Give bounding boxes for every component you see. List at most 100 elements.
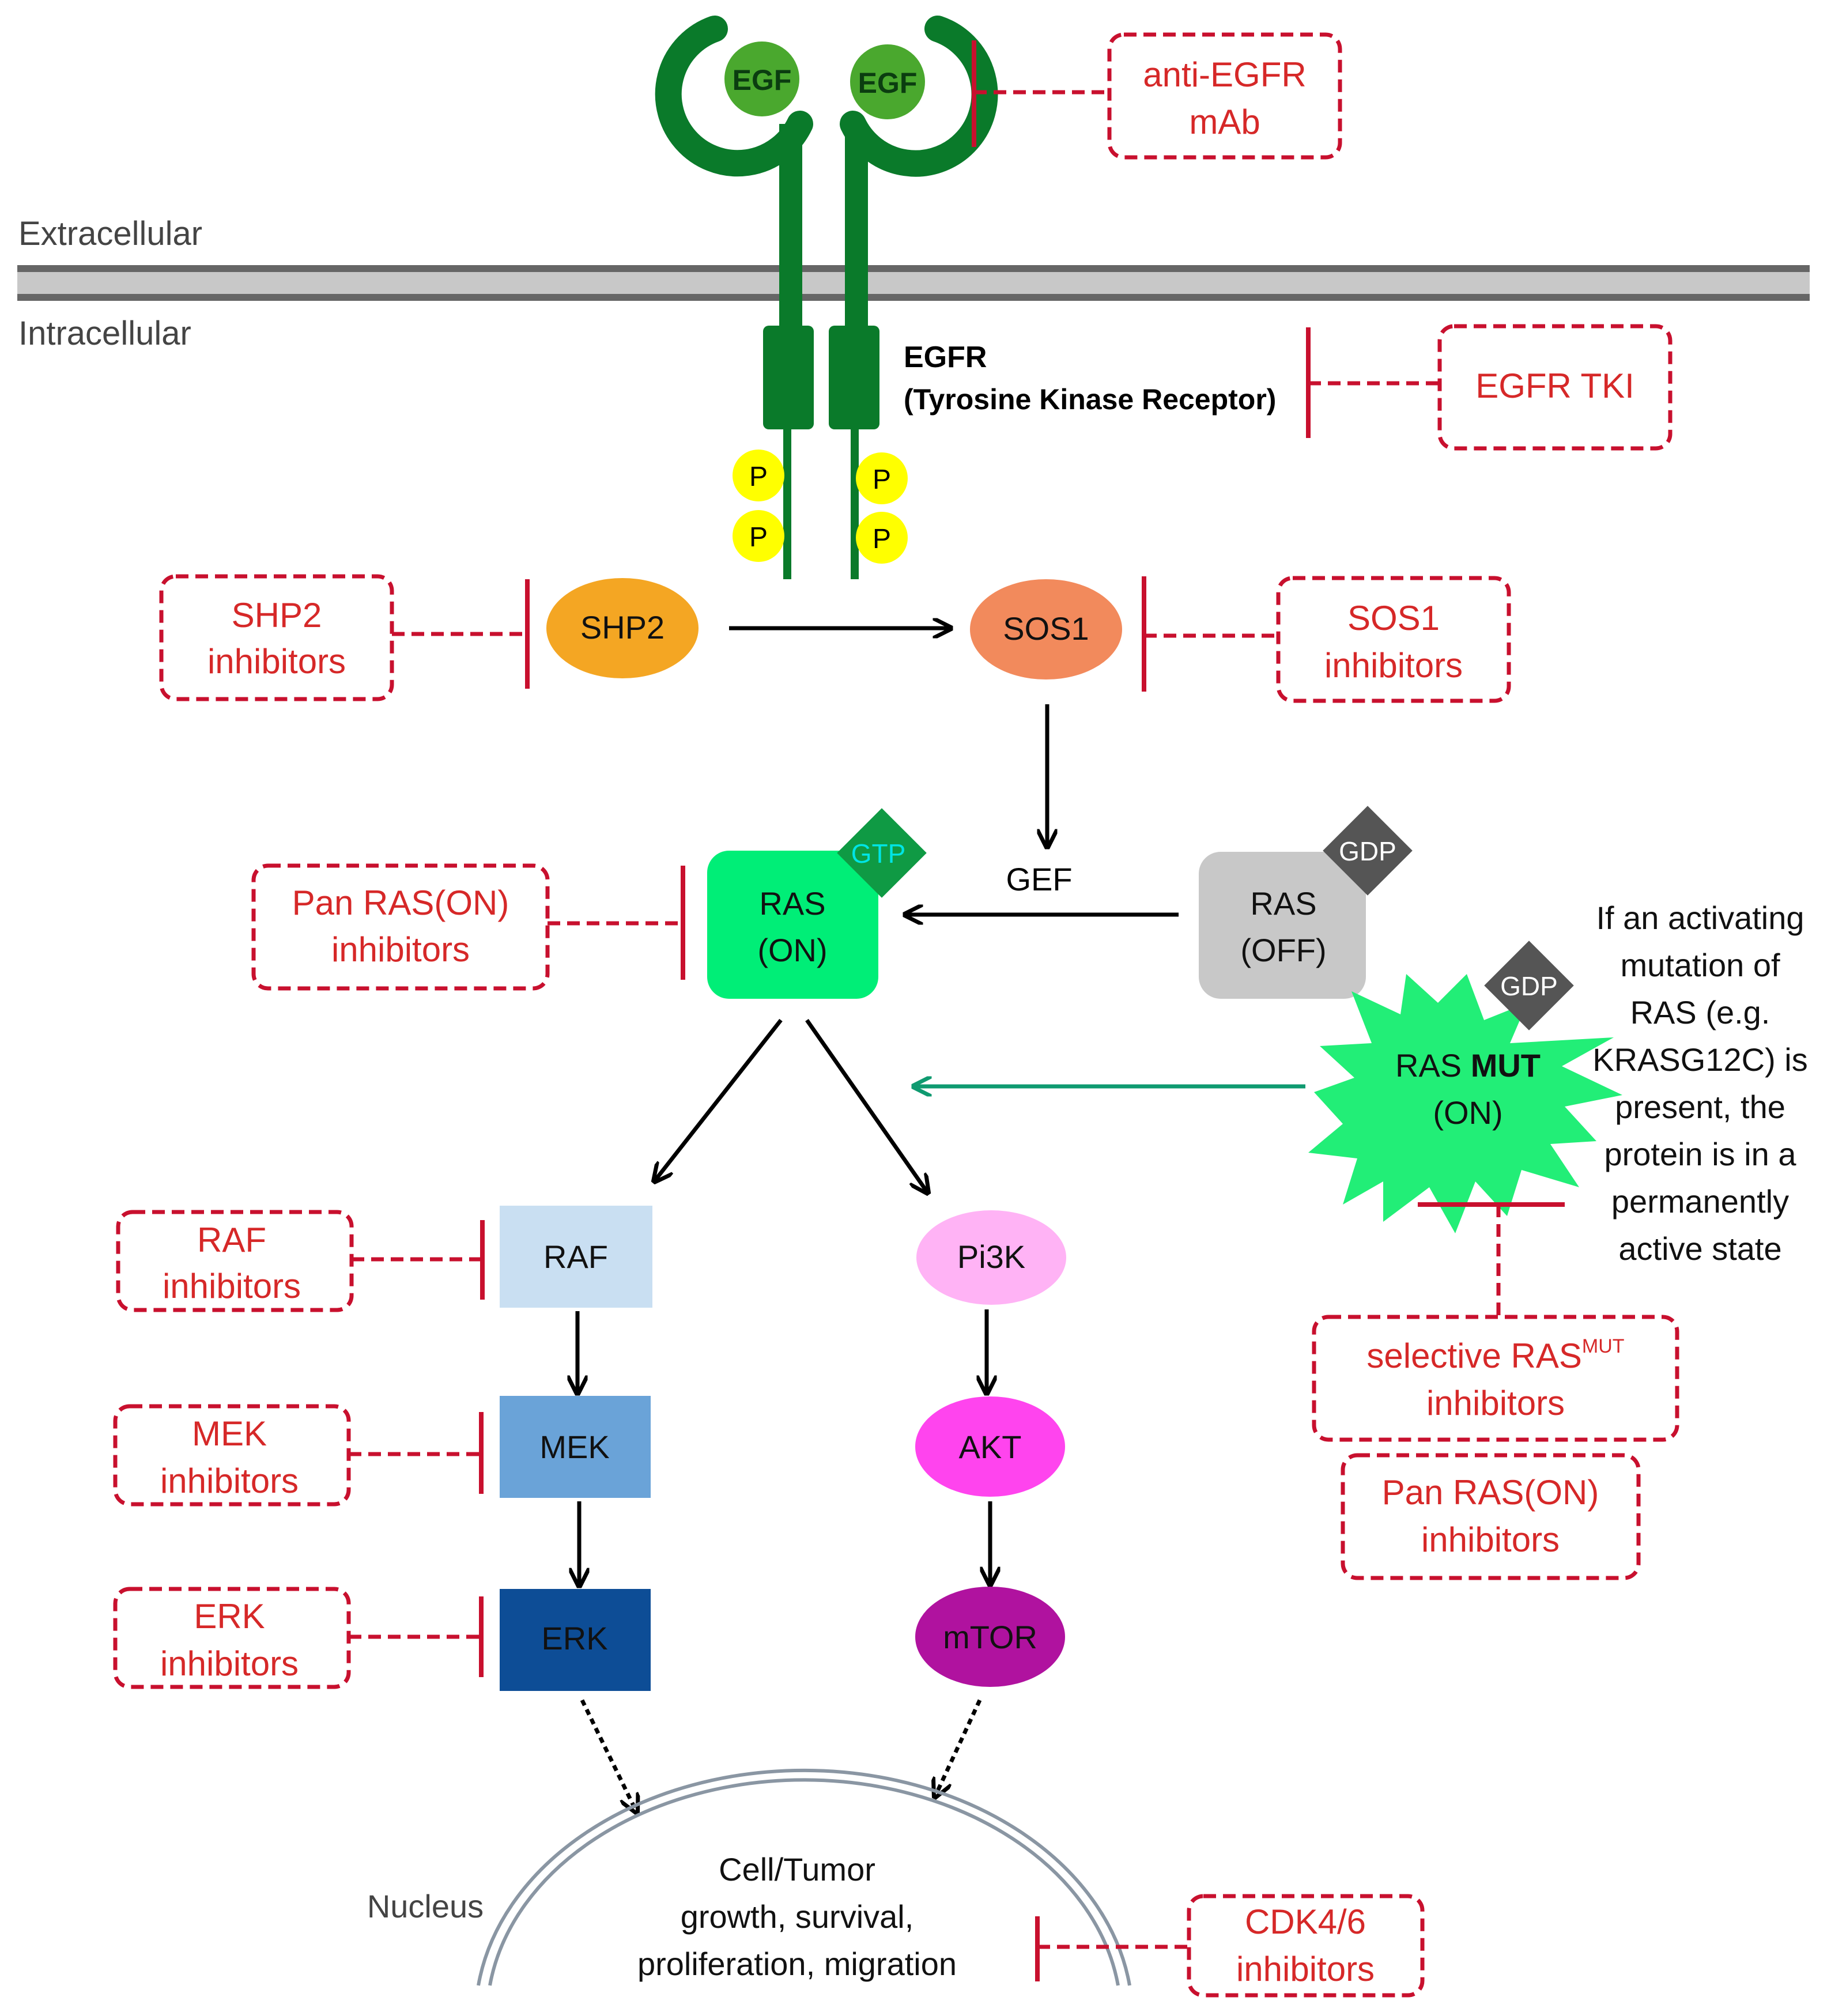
note-line: KRASG12C) is bbox=[1592, 1041, 1807, 1078]
shp2-inhibitor: SHP2 inhibitors bbox=[159, 574, 530, 701]
inhibitor-label: SHP2 bbox=[232, 596, 322, 635]
ras-mut-state: (ON) bbox=[1433, 1094, 1502, 1131]
inhibitor-label: mAb bbox=[1189, 103, 1260, 141]
gdp-badge-off bbox=[1323, 806, 1413, 896]
inhibitor-label: Pan RAS(ON) bbox=[292, 884, 509, 922]
ras-mut-label: RAS MUT bbox=[1395, 1047, 1541, 1083]
intracellular-label: Intracellular bbox=[18, 315, 191, 352]
erk-label: ERK bbox=[541, 1620, 607, 1656]
phospho-label: P bbox=[749, 462, 768, 492]
raf-node bbox=[500, 1206, 652, 1308]
inhibitor-label: inhibitors bbox=[1421, 1520, 1560, 1559]
note-line: protein is in a bbox=[1604, 1136, 1796, 1172]
inhibitor-label: MEK bbox=[192, 1414, 267, 1453]
inhibitor-label: anti-EGFR bbox=[1143, 55, 1306, 94]
egf-label-right: EGF bbox=[858, 67, 918, 99]
inhibitor-label: inhibitors bbox=[163, 1267, 301, 1305]
erk-node bbox=[500, 1589, 651, 1691]
inhibitor-label: inhibitors bbox=[331, 930, 470, 969]
pan-ras-on-inhibitor-left: Pan RAS(ON) inhibitors bbox=[251, 863, 685, 991]
ras-off-state: (OFF) bbox=[1240, 932, 1326, 968]
note-line: mutation of bbox=[1620, 947, 1780, 983]
receptor-right-cup bbox=[840, 16, 998, 177]
phospho-label: P bbox=[873, 465, 891, 495]
gtp-badge bbox=[837, 808, 927, 898]
ras-mut-prefix: RAS bbox=[1395, 1047, 1471, 1083]
mek-node bbox=[500, 1396, 651, 1498]
ras-to-pi3k-arrow bbox=[805, 1018, 928, 1193]
erk-to-nucleus-arrow bbox=[580, 1699, 637, 1813]
raf-inhibitor: RAF inhibitors bbox=[116, 1210, 485, 1312]
inhibitor-label: inhibitors bbox=[160, 1644, 299, 1683]
ras-off-label: RAS bbox=[1250, 885, 1316, 922]
gtp-label: GTP bbox=[851, 839, 906, 869]
sos1-label: SOS1 bbox=[1003, 610, 1089, 647]
mek-inhibitor: MEK inhibitors bbox=[113, 1404, 484, 1507]
egfr-tki-inhibitor: EGFR TKI bbox=[1306, 324, 1673, 451]
mtor-to-nucleus-arrow bbox=[935, 1699, 982, 1797]
inhibitor-label: inhibitors bbox=[1426, 1384, 1565, 1422]
egf-ligand-right: EGF bbox=[847, 41, 928, 123]
note-line: If an activating bbox=[1596, 900, 1804, 936]
kinase-domain-left bbox=[763, 326, 814, 429]
ras-to-raf-arrow bbox=[654, 1018, 783, 1181]
ras-on-state: (ON) bbox=[757, 932, 827, 968]
inhibitor-label: inhibitors bbox=[1324, 646, 1463, 685]
mutation-note: If an activating mutation of RAS (e.g. K… bbox=[1592, 900, 1807, 1267]
gef-label: GEF bbox=[1006, 861, 1072, 897]
akt-node bbox=[915, 1396, 1065, 1497]
ras-mut-bold: MUT bbox=[1471, 1047, 1541, 1083]
inhibitor-label: ERK bbox=[194, 1597, 265, 1636]
inhibitor-label: SOS1 bbox=[1347, 599, 1440, 637]
kinase-domain-right bbox=[829, 326, 879, 429]
pi3k-node bbox=[916, 1210, 1066, 1305]
mtor-label: mTOR bbox=[943, 1619, 1037, 1655]
note-line: permanently bbox=[1611, 1183, 1789, 1220]
inhibitor-label: inhibitors bbox=[160, 1462, 299, 1500]
phospho-groups: P P P P bbox=[733, 450, 908, 564]
inhibitor-label: RAF bbox=[197, 1221, 266, 1259]
pan-ras-on-inhibitor-right: Pan RAS(ON) inhibitors bbox=[1341, 1453, 1641, 1580]
ras-on-node bbox=[707, 851, 878, 999]
note-line: active state bbox=[1618, 1230, 1781, 1267]
phospho-label: P bbox=[749, 522, 768, 553]
extracellular-label: Extracellular bbox=[18, 215, 202, 252]
outcome-line: growth, survival, bbox=[681, 1898, 914, 1935]
shp2-node bbox=[546, 578, 699, 678]
sos1-node bbox=[970, 579, 1122, 679]
pi3k-label: Pi3K bbox=[957, 1239, 1025, 1275]
nucleus-envelope-outer bbox=[477, 1768, 1131, 1986]
phospho-label: P bbox=[873, 524, 891, 554]
shp2-label: SHP2 bbox=[580, 609, 665, 645]
gdp-label: GDP bbox=[1339, 836, 1396, 866]
egfr-receptor bbox=[655, 16, 998, 579]
receptor-left-cup bbox=[655, 16, 813, 177]
inhibitor-label: EGFR TKI bbox=[1475, 367, 1634, 405]
cell-membrane bbox=[17, 265, 1810, 301]
gdp-badge-mut bbox=[1484, 941, 1574, 1030]
selective-ras-mut-inhibitor: selective RASMUT inhibitors bbox=[1312, 1202, 1679, 1442]
ras-mut-starburst bbox=[1308, 974, 1622, 1233]
akt-label: AKT bbox=[959, 1429, 1022, 1465]
mek-label: MEK bbox=[539, 1429, 609, 1465]
inhibitor-label: inhibitors bbox=[1236, 1950, 1375, 1988]
ras-off-node bbox=[1199, 852, 1366, 999]
inhibitor-label: inhibitors bbox=[207, 642, 346, 681]
inhibitor-label: Pan RAS(ON) bbox=[1382, 1473, 1599, 1512]
outcome-line: Cell/Tumor bbox=[719, 1851, 875, 1887]
mtor-node bbox=[915, 1587, 1065, 1687]
egf-label-left: EGF bbox=[733, 64, 792, 96]
egf-ligand-left: EGF bbox=[721, 38, 803, 120]
inhibitor-label: selective RASMUT bbox=[1366, 1335, 1624, 1375]
mut-superscript: MUT bbox=[1582, 1335, 1625, 1357]
anti-egfr-inhibitor: anti-EGFR mAb bbox=[972, 32, 1342, 160]
ras-on-label: RAS bbox=[759, 885, 825, 922]
outcome-line: proliferation, migration bbox=[637, 1946, 957, 1982]
nucleus-label: Nucleus bbox=[367, 1888, 484, 1924]
erk-inhibitor: ERK inhibitors bbox=[113, 1587, 484, 1689]
nucleus-envelope-inner bbox=[488, 1778, 1120, 1986]
sos1-inhibitor: SOS1 inhibitors bbox=[1142, 576, 1511, 703]
note-line: present, the bbox=[1615, 1089, 1785, 1125]
egfr-subtitle: (Tyrosine Kinase Receptor) bbox=[904, 383, 1276, 416]
